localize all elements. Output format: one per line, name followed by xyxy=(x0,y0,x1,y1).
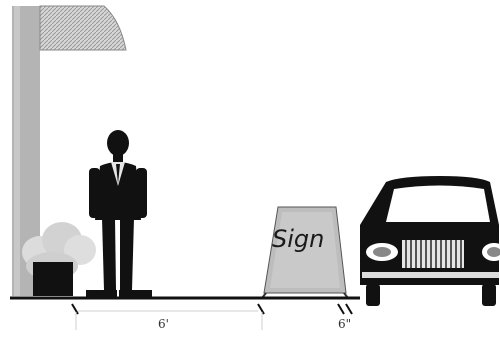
car-grille xyxy=(402,240,464,268)
person xyxy=(86,130,152,297)
dimension-label-curb: 6" xyxy=(338,317,351,331)
lamp-head xyxy=(40,6,126,50)
sandwich-board-sign: Sign xyxy=(262,207,348,298)
dimension-label-sidewalk: 6' xyxy=(158,317,169,331)
planter-box xyxy=(33,262,73,296)
car xyxy=(360,176,500,306)
dimension-markers xyxy=(72,304,352,330)
sign-label: Sign xyxy=(272,225,324,253)
